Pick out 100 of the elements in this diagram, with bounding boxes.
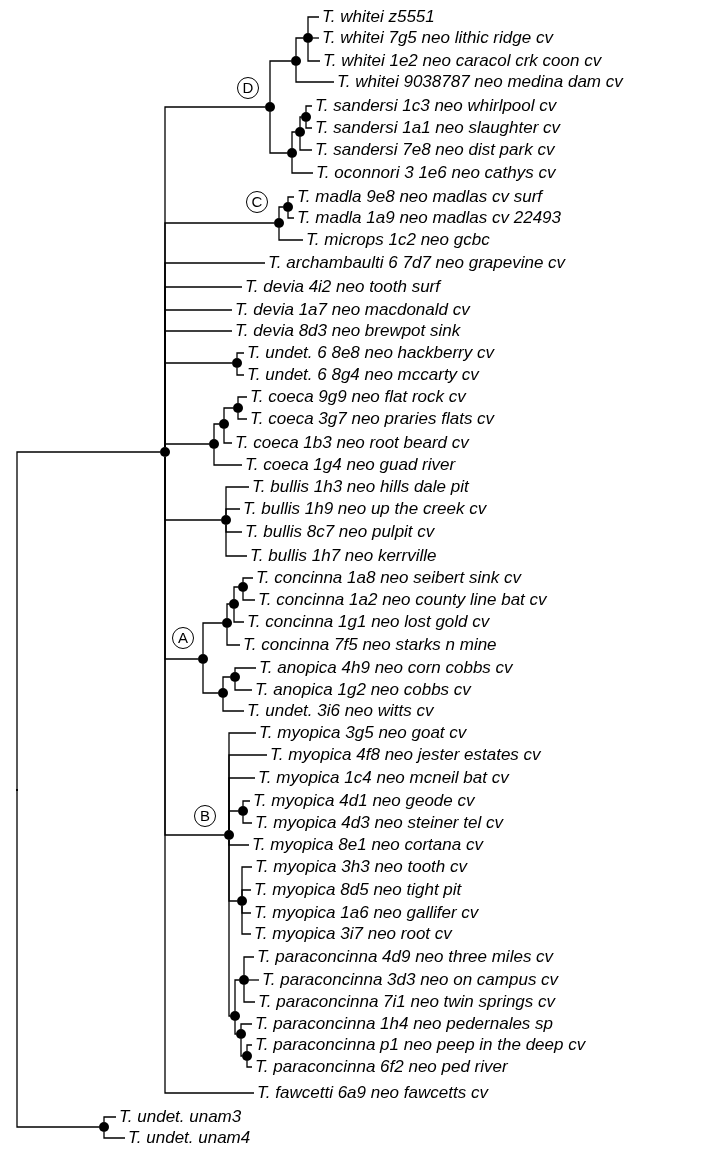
node-dot <box>229 599 239 609</box>
taxon-label: T. oconnori 3 1e6 neo cathys cv <box>313 162 556 184</box>
taxon-label: T. whitei 9038787 neo medina dam cv <box>334 71 623 93</box>
taxon-label: T. concinna 7f5 neo starks n mine <box>240 634 497 656</box>
taxon-label: T. myopica 3i7 neo root cv <box>251 923 452 945</box>
branch-line <box>248 979 260 981</box>
node-dot <box>238 582 248 592</box>
taxon-label: T. anopica 4h9 neo corn cobbs cv <box>256 657 513 679</box>
taxon-label: T. archambaulti 6 7d7 neo grapevine cv <box>265 252 566 274</box>
taxon-label: T. paraconcinna 6f2 neo ped river <box>252 1056 508 1078</box>
node-dot <box>219 419 229 429</box>
taxon-label: T. myopica 4d3 neo steiner tel cv <box>252 812 503 834</box>
taxon-label: T. coeca 3g7 neo praries flats cv <box>247 408 495 430</box>
taxon-label: T. coeca 9g9 neo flat rock cv <box>247 386 466 408</box>
node-dot <box>303 33 313 43</box>
branch-line <box>222 676 231 689</box>
branch-line <box>242 815 253 824</box>
branch-line <box>269 111 288 154</box>
node-dot <box>295 127 305 137</box>
branch-line <box>103 1131 126 1139</box>
taxon-label: T. concinna 1g1 neo lost gold cv <box>244 611 490 633</box>
taxon-label: T. myopica 8e1 neo cortana cv <box>249 834 483 856</box>
branch-line <box>246 1044 253 1052</box>
branch-line <box>287 196 295 203</box>
taxon-label: T. paraconcinna 4d9 neo three miles cv <box>254 946 554 968</box>
branch-line <box>164 443 210 448</box>
node-dot <box>239 975 249 985</box>
clade-label: A <box>172 627 194 649</box>
taxon-label: T. myopica 4d1 neo geode cv <box>250 790 475 812</box>
branch-line <box>16 451 161 790</box>
taxon-label: T. coeca 1b3 neo root beard cv <box>232 432 469 454</box>
node-dot <box>301 112 311 122</box>
node-dot <box>209 439 219 449</box>
branch-line <box>307 16 320 34</box>
branch-line <box>240 1038 243 1057</box>
node-dot <box>236 1029 246 1039</box>
branch-line <box>237 396 248 404</box>
branch-line <box>225 524 248 557</box>
node-dot <box>224 830 234 840</box>
branch-line <box>240 1023 253 1030</box>
node-dot <box>221 515 231 525</box>
taxon-label: T. myopica 1c4 neo mcneil bat cv <box>255 767 509 789</box>
taxon-label: T. concinna 1a2 neo county line bat cv <box>255 589 547 611</box>
branch-line <box>202 622 223 655</box>
branch-line <box>202 663 219 694</box>
node-dot <box>233 403 243 413</box>
branch-line <box>295 65 335 83</box>
clade-label: C <box>246 191 268 213</box>
taxon-label: T. paraconcinna 7i1 neo twin springs cv <box>255 991 556 1013</box>
branch-line <box>213 423 220 440</box>
taxon-label: T. myopica 4f8 neo jester estates cv <box>267 744 541 766</box>
taxon-label: T. madla 9e8 neo madlas cv surf <box>294 186 543 208</box>
branch-line <box>305 121 313 129</box>
taxon-label: T. sandersi 7e8 neo dist park cv <box>312 139 555 161</box>
node-dot <box>222 618 232 628</box>
branch-line <box>213 448 243 466</box>
branch-line <box>295 37 304 57</box>
taxon-label: T. myopica 3h3 neo tooth cv <box>252 856 467 878</box>
branch-line <box>246 1060 253 1068</box>
taxon-label: T. bullis 8c7 neo pulpit cv <box>242 521 435 543</box>
branch-line <box>241 905 252 935</box>
taxon-label: T. coeca 1g4 neo guad river <box>242 454 456 476</box>
node-dot <box>99 1122 109 1132</box>
node-dot <box>287 148 297 158</box>
branch-line <box>299 136 313 151</box>
node-dot <box>237 896 247 906</box>
taxon-label: T. whitei 1e2 neo caracol crk coon cv <box>320 50 602 72</box>
taxon-label: T. bullis 1h7 neo kerrville <box>247 545 437 567</box>
branch-line <box>307 42 321 62</box>
taxon-label: T. undet. unam3 <box>116 1106 242 1128</box>
branch-line <box>233 586 239 600</box>
taxon-label: T. microps 1c2 neo gcbc <box>303 229 490 251</box>
taxon-label: T. fawcetti 6a9 neo fawcetts cv <box>254 1082 488 1104</box>
branch-line <box>291 131 296 149</box>
taxon-label: T. whitei z5551 <box>319 6 435 28</box>
node-dot <box>232 358 242 368</box>
taxon-label: T. myopica 3g5 neo goat cv <box>256 722 467 744</box>
branch-line <box>236 367 245 376</box>
taxon-label: T. sandersi 1c3 neo whirlpool cv <box>312 95 557 117</box>
branch-line <box>223 428 233 444</box>
node-dot <box>238 806 248 816</box>
node-dot <box>160 447 170 457</box>
node-dot <box>283 202 293 212</box>
clade-label: D <box>237 77 259 99</box>
node-dot <box>198 654 208 664</box>
branch-line <box>234 1020 237 1035</box>
branch-line <box>241 889 252 897</box>
taxon-label: T. devia 8d3 neo brewpot sink <box>232 320 461 342</box>
branch-line <box>16 790 100 1128</box>
branch-line <box>226 603 230 619</box>
branch-line <box>312 37 320 39</box>
branch-line <box>237 412 248 420</box>
branch-line <box>299 116 302 128</box>
taxon-label: T. paraconcinna 1h4 neo pedernales sp <box>252 1013 554 1035</box>
branch-line <box>291 157 314 174</box>
taxon-label: T. bullis 1h9 neo up the creek cv <box>240 498 487 520</box>
taxon-label: T. whitei 7g5 neo lithic ridge cv <box>319 27 553 49</box>
branch-line <box>234 681 253 691</box>
branch-line <box>287 211 295 219</box>
branch-line <box>234 979 240 1012</box>
